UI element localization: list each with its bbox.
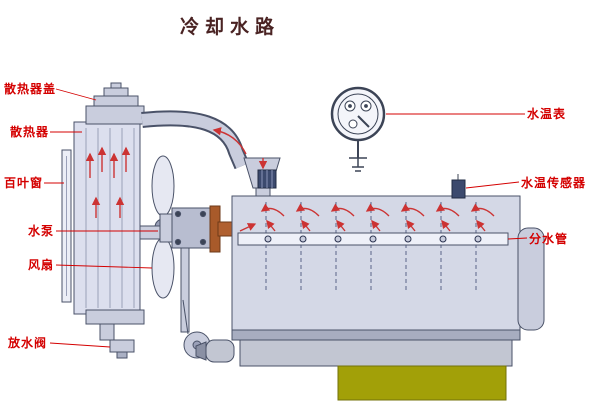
- water-pump: [139, 205, 237, 359]
- label-temp-sensor: 水温传感器: [521, 176, 587, 190]
- label-water-pipe: 分水管: [529, 232, 569, 246]
- label-temp-gauge: 水温表: [527, 107, 567, 121]
- label-radiator-cap: 散热器盖: [4, 82, 57, 96]
- drain-valve-part: [109, 339, 135, 359]
- engine-block: [195, 195, 545, 401]
- leader-lines: [44, 88, 528, 348]
- radiator-cap-part: [93, 82, 139, 107]
- label-louver: 百叶窗: [4, 176, 44, 190]
- temp-gauge: [330, 86, 386, 172]
- upper-hose: [141, 110, 281, 199]
- flow-arrows: [85, 127, 495, 232]
- radiator: [61, 82, 145, 359]
- label-fan: 风扇: [28, 258, 55, 272]
- temp-sensor: [451, 174, 466, 199]
- distribution-pipe-part: [237, 232, 509, 246]
- diagram-title: 冷却水路: [179, 16, 280, 38]
- label-radiator: 散热器: [10, 125, 50, 139]
- oil-pan-part: [337, 365, 507, 401]
- label-water-pump: 水泵: [28, 224, 55, 238]
- thermostat-part: [257, 169, 277, 189]
- label-drain-valve: 放水阀: [8, 336, 48, 350]
